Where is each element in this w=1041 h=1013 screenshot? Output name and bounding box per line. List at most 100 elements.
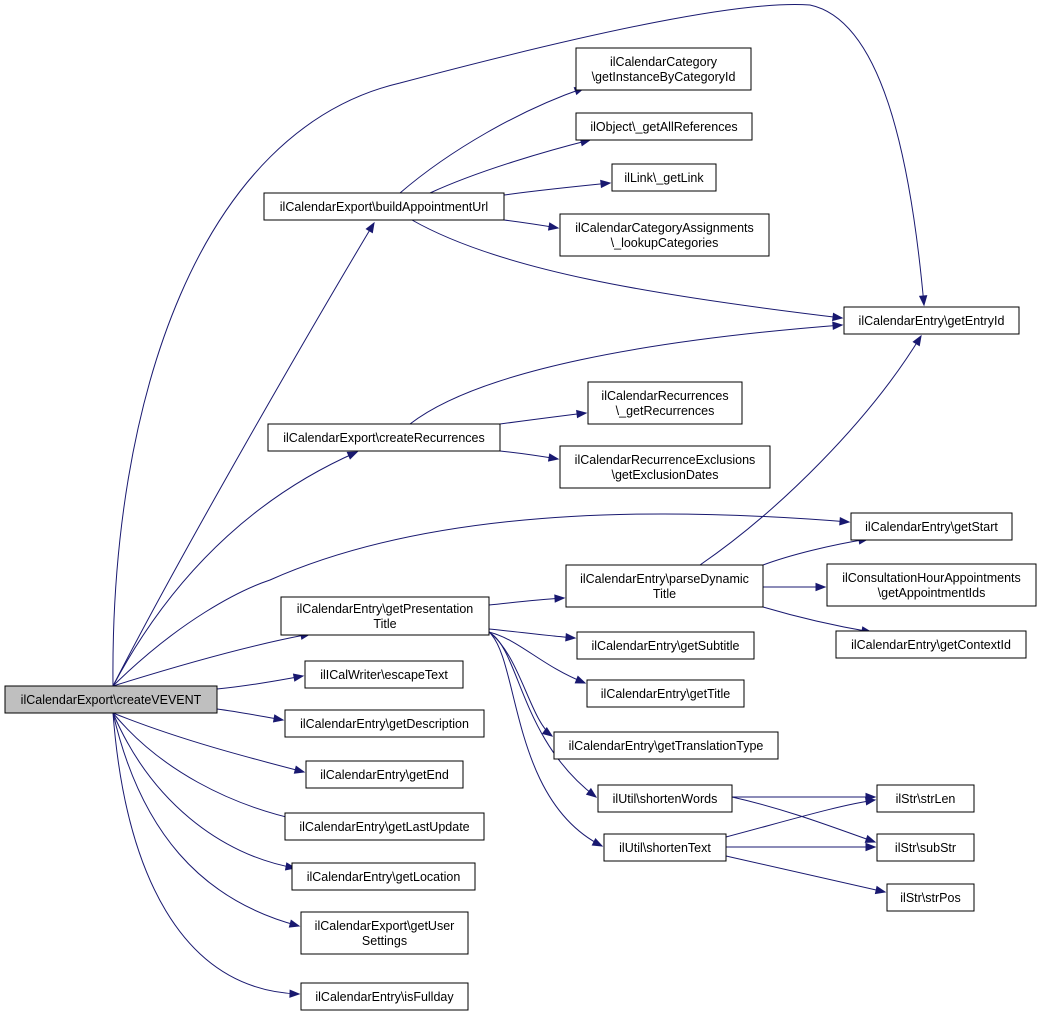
node-createRecurrences[interactable]: ilCalendarExport\createRecurrences (267, 423, 501, 452)
node-box (587, 381, 743, 425)
node-getAllReferences[interactable]: ilObject\_getAllReferences (575, 112, 753, 141)
edge-parseDynamicTitle-to-getContextId (762, 606, 873, 635)
node-label: ilCalendarEntry\getStart (865, 520, 998, 534)
node-box (576, 631, 755, 660)
edge-buildAppointmentUrl-to-getAllReferences (429, 138, 592, 194)
edge-line (411, 219, 843, 319)
arrowhead-icon (815, 582, 827, 592)
arrowhead-icon (289, 989, 301, 998)
arrowhead-icon (272, 714, 285, 723)
node-box (826, 563, 1037, 607)
node-isFullday[interactable]: ilCalendarEntry\isFullday (300, 982, 469, 1011)
edge-shortenText-to-subStr (726, 842, 877, 852)
arrowhead-icon (591, 837, 604, 847)
edge-line (725, 855, 886, 893)
node-getEnd[interactable]: ilCalendarEntry\getEnd (305, 760, 464, 789)
node-label: ilCalendarEntry\getTitle (601, 687, 731, 701)
node-label: \_getRecurrences (616, 404, 715, 418)
node-box (559, 445, 771, 489)
node-strPos[interactable]: ilStr\strPos (886, 883, 975, 912)
node-label: ilLink\_getLink (624, 171, 704, 185)
edge-line (112, 513, 850, 687)
node-box (835, 630, 1027, 659)
edge-createVEVENT-to-getLocation (112, 712, 297, 871)
edge-getPresentationTitle-to-getTranslationType (488, 631, 554, 737)
node-label: ilCalendarEntry\getContextId (851, 638, 1011, 652)
node-getTitle[interactable]: ilCalendarEntry\getTitle (586, 679, 745, 708)
node-getSubtitle[interactable]: ilCalendarEntry\getSubtitle (576, 631, 755, 660)
node-getInstanceByCategoryId[interactable]: ilCalendarCategory\getInstanceByCategory… (575, 47, 752, 91)
node-shortenText[interactable]: ilUtil\shortenText (603, 833, 727, 862)
edge-line (488, 631, 553, 737)
node-getLocation[interactable]: ilCalendarEntry\getLocation (291, 862, 476, 891)
node-shortenWords[interactable]: ilUtil\shortenWords (597, 784, 733, 813)
node-label: ilCalendarEntry\isFullday (315, 990, 454, 1004)
edge-createVEVENT-to-getUserSettings (112, 712, 301, 928)
node-label: \_lookupCategories (611, 236, 719, 250)
node-getDescription[interactable]: ilCalendarEntry\getDescription (284, 709, 485, 738)
edge-createRecurrences-to-getExclusionDates (499, 450, 560, 462)
node-getTranslationType[interactable]: ilCalendarEntry\getTranslationType (553, 731, 779, 760)
node-subStr[interactable]: ilStr\subStr (876, 833, 975, 862)
edge-getPresentationTitle-to-getTitle (488, 631, 587, 684)
edge-createVEVENT-to-buildAppointmentUrl (112, 221, 375, 687)
node-box (280, 596, 490, 636)
node-label: ilCalendarExport\buildAppointmentUrl (280, 200, 488, 214)
arrowhead-icon (288, 919, 301, 928)
node-label: ilObject\_getAllReferences (590, 120, 737, 134)
node-getExclusionDates[interactable]: ilCalendarRecurrenceExclusions\getExclus… (559, 445, 771, 489)
edge-shortenText-to-strLen (725, 797, 877, 838)
edge-line (112, 712, 300, 927)
edge-shortenText-to-strPos (725, 855, 887, 895)
node-escapeText[interactable]: ilICalWriter\escapeText (304, 660, 464, 689)
edge-line (112, 222, 375, 687)
edge-line (112, 451, 358, 687)
arrowhead-icon (874, 885, 887, 895)
node-label: ilICalWriter\escapeText (320, 668, 448, 682)
arrowhead-icon (918, 295, 928, 307)
node-getLink[interactable]: ilLink\_getLink (611, 163, 717, 192)
node-label: ilCalendarCategoryAssignments (575, 221, 754, 235)
node-getRecurrences[interactable]: ilCalendarRecurrences\_getRecurrences (587, 381, 743, 425)
edge-createVEVENT-to-getEntryId (112, 4, 928, 687)
node-getStart[interactable]: ilCalendarEntry\getStart (850, 512, 1013, 541)
arrowhead-icon (585, 787, 598, 798)
arrowhead-icon (864, 834, 877, 843)
node-buildAppointmentUrl[interactable]: ilCalendarExport\buildAppointmentUrl (263, 192, 505, 221)
edge-shortenWords-to-subStr (731, 796, 877, 843)
edge-line (488, 631, 586, 684)
node-getContextId[interactable]: ilCalendarEntry\getContextId (835, 630, 1027, 659)
node-label: ilCalendarEntry\getPresentation (297, 602, 474, 616)
edge-line (499, 412, 587, 425)
node-box (284, 709, 485, 738)
arrowhead-icon (839, 517, 851, 526)
edge-buildAppointmentUrl-to-getInstanceByCategoryId (399, 87, 586, 194)
edge-createVEVENT-to-createRecurrences (112, 451, 359, 687)
arrowhead-icon (912, 334, 922, 347)
node-label: ilUtil\shortenWords (613, 792, 718, 806)
edge-line (112, 712, 296, 869)
node-getLastUpdate[interactable]: ilCalendarEntry\getLastUpdate (284, 812, 485, 841)
node-getAppointmentIds[interactable]: ilConsultationHourAppointments\getAppoin… (826, 563, 1037, 607)
node-label: ilStr\strPos (900, 891, 960, 905)
node-createVEVENT[interactable]: ilCalendarExport\createVEVENT (4, 685, 218, 714)
node-lookupCategories[interactable]: ilCalendarCategoryAssignments\_lookupCat… (559, 213, 770, 257)
node-box (886, 883, 975, 912)
arrowhead-icon (864, 797, 877, 806)
edge-line (488, 631, 597, 798)
node-box (304, 660, 464, 689)
edge-getPresentationTitle-to-shortenWords (488, 631, 598, 798)
arrowhead-icon (554, 594, 566, 603)
node-box (553, 731, 779, 760)
node-box (4, 685, 218, 714)
edge-createVEVENT-to-escapeText (216, 673, 305, 690)
edge-getPresentationTitle-to-parseDynamicTitle (488, 594, 566, 606)
edge-createVEVENT-to-getStart (112, 513, 851, 687)
node-box (291, 862, 476, 891)
node-strLen[interactable]: ilStr\strLen (876, 784, 975, 813)
node-getEntryId[interactable]: ilCalendarEntry\getEntryId (843, 306, 1020, 335)
arrowhead-icon (832, 321, 844, 330)
